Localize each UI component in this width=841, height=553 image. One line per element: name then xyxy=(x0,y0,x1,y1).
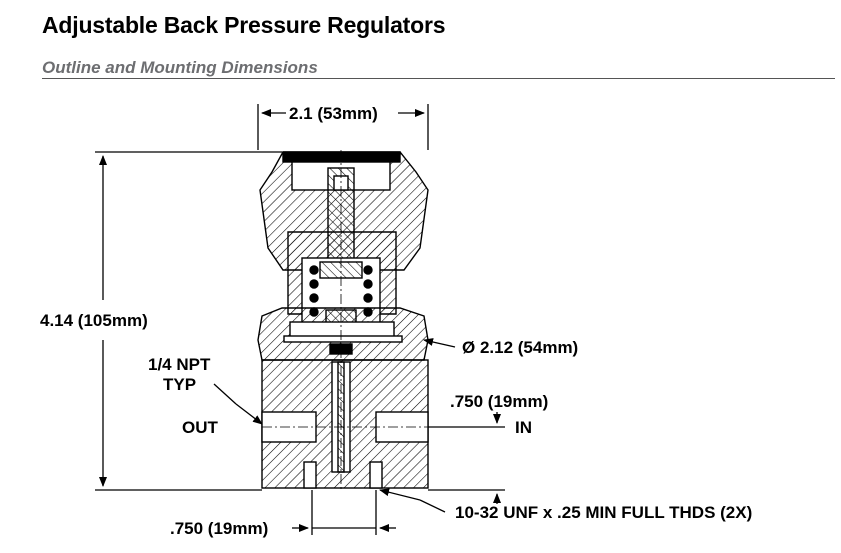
mounting-hole-left xyxy=(303,461,317,489)
diameter-dimension-label: Ø 2.12 (54mm) xyxy=(462,338,578,357)
bottom-spacing-label: .750 (19mm) xyxy=(170,519,268,538)
height-dimension-label: 4.14 (105mm) xyxy=(40,311,148,330)
diaphragm xyxy=(283,335,403,343)
page-title: Adjustable Back Pressure Regulators xyxy=(42,12,446,38)
threads-label: 10-32 UNF x .25 MIN FULL THDS (2X) xyxy=(455,503,752,522)
out-label: OUT xyxy=(182,418,219,437)
npt-label-line1: 1/4 NPT xyxy=(148,355,211,374)
page-subtitle: Outline and Mounting Dimensions xyxy=(42,58,318,77)
port-offset-label: .750 (19mm) xyxy=(450,392,548,411)
npt-label-line2: TYP xyxy=(163,375,196,394)
dimension-lines xyxy=(95,104,505,535)
mounting-hole-right xyxy=(369,461,383,489)
width-dimension-label: 2.1 (53mm) xyxy=(289,104,378,123)
in-label: IN xyxy=(515,418,532,437)
regulator-cross-section xyxy=(257,150,470,492)
header-rule xyxy=(42,78,835,79)
knob-insert xyxy=(282,151,401,163)
